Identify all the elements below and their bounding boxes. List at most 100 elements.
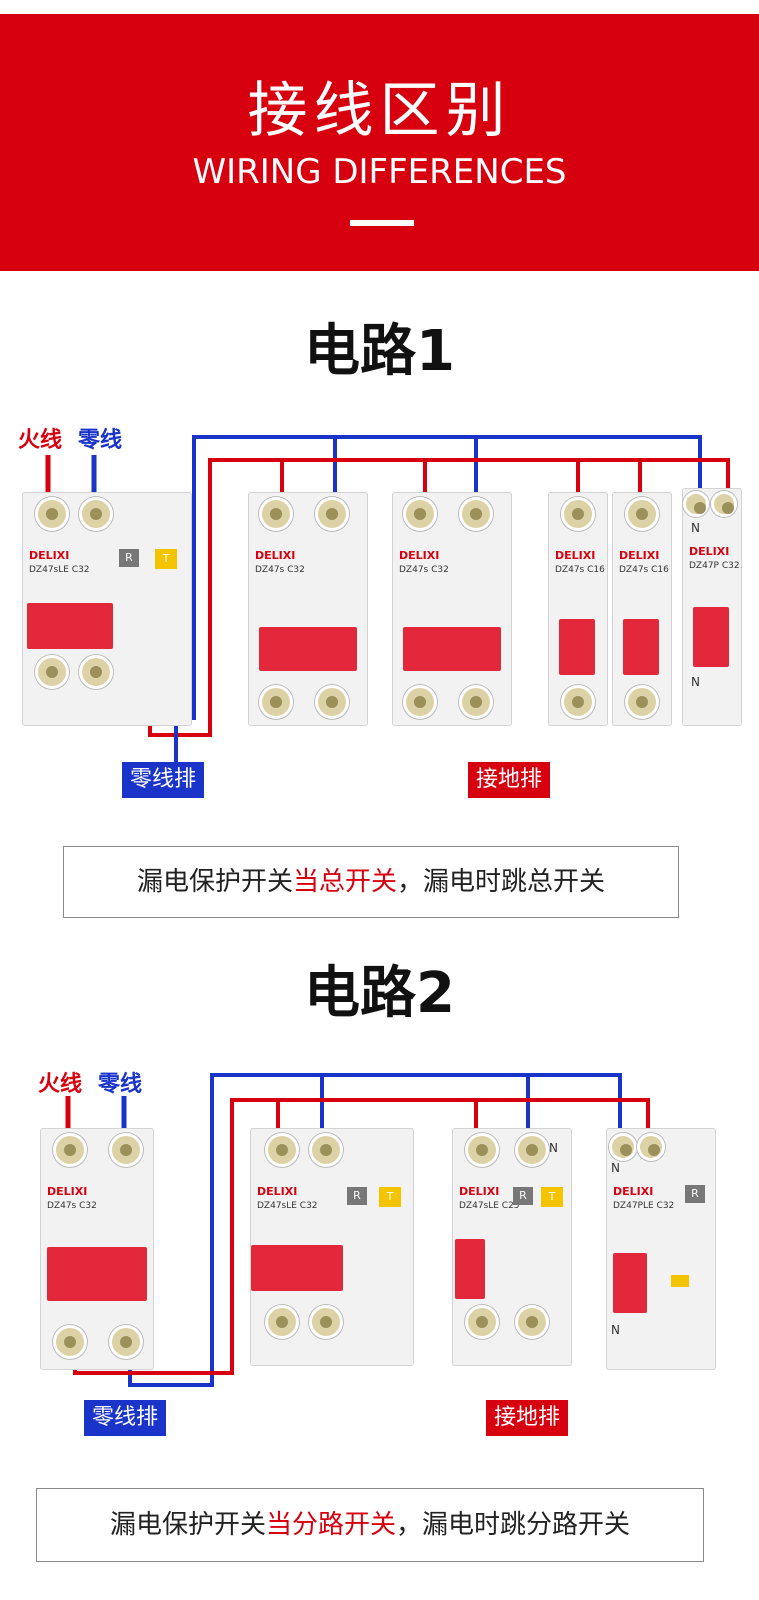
neutral-mark: N [691,521,700,535]
breaker-handle [47,1247,147,1301]
terminal-icon [35,497,69,531]
terminal-icon [35,655,69,689]
caption-text: ，漏电时跳分路开关 [396,1510,631,1540]
breaker-model: DZ47sLE C25 [459,1201,520,1211]
breaker-handle [259,627,357,671]
circuit1-title: 电路1 [304,319,455,384]
circuit2-ground-bar-tag: 接地排 [486,1400,569,1436]
breaker-model: DZ47s C32 [255,565,305,575]
caption-highlight: 当分路开关 [265,1510,396,1540]
breaker-brand: DELIXI [613,1185,654,1198]
terminal-icon [625,497,659,531]
circuit1-neutral-label: 零线 [78,428,123,453]
circuit1-breaker-1p: DELIXI DZ47s C16 [548,492,608,726]
terminal-icon [561,497,595,531]
breaker-brand: DELIXI [47,1185,88,1198]
header-subtitle: WIRING DIFFERENCES [192,152,567,192]
terminal-icon [609,1133,637,1161]
neutral-mark: N [611,1161,620,1175]
terminal-icon [315,685,349,719]
breaker-brand: DELIXI [555,549,596,562]
terminal-icon [403,497,437,531]
breaker-model: DZ47PLE C32 [613,1201,675,1211]
terminal-icon [465,1133,499,1167]
breaker-brand: DELIXI [689,545,730,558]
breaker-model: DZ47s C16 [555,565,605,575]
test-button-icon [671,1275,689,1287]
terminal-icon [459,497,493,531]
circuit1-breaker-2p: DELIXI DZ47s C32 [248,492,368,726]
circuit2-neutral-bar-tag: 零线排 [84,1400,167,1436]
terminal-icon [109,1325,143,1359]
breaker-brand: DELIXI [255,549,296,562]
header-banner: 接线区别 WIRING DIFFERENCES [0,14,759,271]
caption-text: 漏电保护开关 [109,1510,266,1540]
terminal-icon [683,491,709,517]
terminal-icon [465,1305,499,1339]
terminal-icon [259,497,293,531]
circuit1-breaker-2p: DELIXI DZ47s C32 [392,492,512,726]
circuit2-rcbo-small: N DELIXI DZ47sLE C25 R T [452,1128,572,1366]
neutral-mark: N [611,1323,620,1337]
breaker-brand: DELIXI [619,549,660,562]
breaker-handle [455,1239,485,1299]
breaker-handle [251,1245,343,1291]
terminal-icon [561,685,595,719]
terminal-icon [265,1305,299,1339]
terminal-icon [309,1305,343,1339]
terminal-icon [637,1133,665,1161]
terminal-icon [625,685,659,719]
breaker-handle [613,1253,647,1313]
circuit2-rcbo: DELIXI DZ47sLE C32 R T [250,1128,414,1366]
terminal-icon [79,655,113,689]
circuit1-live-label: 火线 [18,428,63,453]
breaker-model: DZ47s C32 [399,565,449,575]
circuit2-neutral-label: 零线 [98,1072,143,1097]
terminal-icon [309,1133,343,1167]
breaker-model: DZ47P C32 [689,561,740,571]
breaker-brand: DELIXI [29,549,70,562]
terminal-icon [109,1133,143,1167]
neutral-mark: N [549,1141,558,1155]
circuit2-rcbo-1pn: N DELIXI DZ47PLE C32 R N [606,1128,716,1370]
caption-highlight: 当总开关 [292,867,397,897]
circuit1-breaker-1pn: N DELIXI DZ47P C32 N [682,488,742,726]
breaker-brand: DELIXI [257,1185,298,1198]
breaker-handle [623,619,659,675]
header-title: 接线区别 [247,76,512,146]
breaker-brand: DELIXI [459,1185,500,1198]
terminal-icon [459,685,493,719]
circuit2-caption: 漏电保护开关当分路开关，漏电时跳分路开关 [36,1488,704,1562]
breaker-handle [693,607,729,667]
terminal-icon [515,1133,549,1167]
reset-button-icon: R [119,549,139,567]
circuit1-ground-bar-tag: 接地排 [468,762,551,798]
breaker-model: DZ47sLE C32 [29,565,90,575]
circuit1-breaker-1p: DELIXI DZ47s C16 [612,492,672,726]
test-button-icon: T [155,549,177,569]
terminal-icon [259,685,293,719]
breaker-handle [27,603,113,649]
caption-text: 漏电保护开关 [136,867,293,897]
reset-button-icon: R [513,1187,533,1205]
neutral-mark: N [691,675,700,689]
terminal-icon [515,1305,549,1339]
terminal-icon [53,1133,87,1167]
breaker-model: DZ47s C16 [619,565,669,575]
terminal-icon [711,491,737,517]
header-divider [350,220,414,226]
circuit1-caption: 漏电保护开关当总开关，漏电时跳总开关 [63,846,679,918]
terminal-icon [79,497,113,531]
caption-text: ，漏电时跳总开关 [397,867,606,897]
breaker-handle [559,619,595,675]
reset-button-icon: R [685,1185,705,1203]
reset-button-icon: R [347,1187,367,1205]
circuit2-live-label: 火线 [38,1072,83,1097]
test-button-icon: T [541,1187,563,1207]
terminal-icon [265,1133,299,1167]
breaker-handle [403,627,501,671]
terminal-icon [315,497,349,531]
circuit1-main-rcbo: DELIXI DZ47sLE C32 R T [22,492,192,726]
terminal-icon [53,1325,87,1359]
